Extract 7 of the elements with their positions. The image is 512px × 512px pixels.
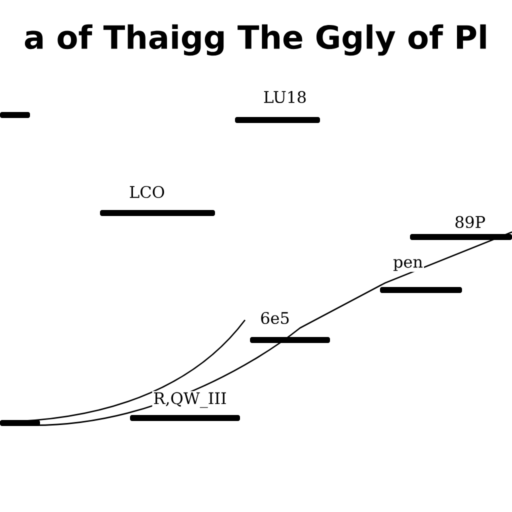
- heading: R,QW_III: [152, 391, 228, 409]
- heading: 89P: [453, 214, 487, 230]
- title: a of Thaigg The Ggly of Pl: [24, 24, 486, 56]
- heading: LU18: [262, 90, 308, 104]
- heading: 6e5: [259, 310, 291, 326]
- heading: LCO: [128, 184, 166, 200]
- heading: pen: [392, 258, 424, 272]
